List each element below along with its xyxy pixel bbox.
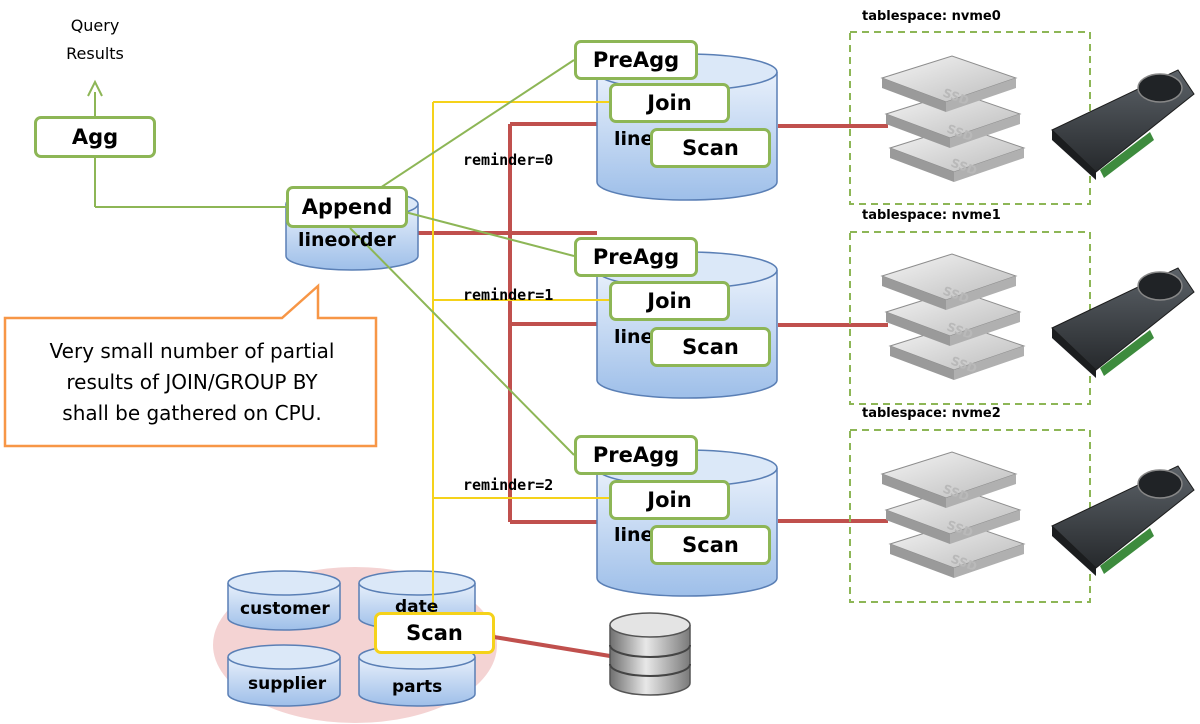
- scan-label: Scan: [682, 136, 739, 160]
- partition-table-label-2: line: [614, 524, 654, 546]
- gpu-card-icon-2: [1051, 465, 1195, 576]
- agg-node: Agg: [34, 116, 156, 158]
- reminder-label-2: reminder=2: [463, 476, 554, 494]
- gpu-card-icon-0: [1051, 69, 1195, 180]
- callout-line-1: Very small number of partial: [49, 339, 335, 363]
- reminder-label-1: reminder=1: [463, 286, 554, 304]
- scan-node-0: Scan: [650, 128, 771, 168]
- query-results-line-1: Query: [70, 16, 120, 35]
- preagg-node-1: PreAgg: [574, 237, 698, 277]
- preagg-label: PreAgg: [592, 48, 680, 72]
- join-connectors: [432, 101, 609, 612]
- append-node: Append: [286, 186, 408, 228]
- callout-text: Very small number of partial results of …: [10, 336, 374, 429]
- lineorder-label: lineorder: [298, 229, 396, 251]
- partition-table-label-1: line: [614, 326, 654, 348]
- parts-table-label: parts: [392, 677, 443, 697]
- agg-label: Agg: [71, 125, 119, 149]
- supplier-table-label: supplier: [248, 674, 327, 694]
- append-label: Append: [301, 195, 393, 219]
- callout-line-3: shall be gathered on CPU.: [62, 401, 322, 425]
- scan-label: Scan: [682, 335, 739, 359]
- cylinder-supplier: [227, 644, 341, 707]
- customer-table-label: customer: [240, 599, 330, 619]
- cylinder-customer: [227, 570, 341, 631]
- join-node-0: Join: [609, 83, 730, 123]
- database-icon: [609, 612, 691, 696]
- gpu-card-icon-1: [1051, 267, 1195, 378]
- reminder-label-0: reminder=0: [463, 151, 554, 169]
- callout-line-2: results of JOIN/GROUP BY: [66, 370, 318, 394]
- query-results-line-2: Results: [66, 44, 124, 63]
- preagg-label: PreAgg: [592, 245, 680, 269]
- preagg-label: PreAgg: [592, 443, 680, 467]
- ssd-stack-icon-1: [880, 253, 1026, 380]
- callout-shape: [3, 283, 378, 448]
- query-results-label: Query Results: [48, 12, 142, 68]
- scan-node-1: Scan: [650, 327, 771, 367]
- dimension-scan-label: Scan: [406, 621, 463, 645]
- output-arrow: [87, 79, 103, 116]
- ssd-stack-icon-0: [880, 55, 1026, 182]
- tablespace-label-2: tablespace: nvme2: [862, 406, 1001, 421]
- dimension-scan-node: Scan: [374, 612, 495, 654]
- plan-connectors: [94, 59, 575, 456]
- tablespace-label-0: tablespace: nvme0: [862, 9, 1001, 24]
- join-node-2: Join: [609, 480, 730, 520]
- storage-connectors: [418, 122, 888, 658]
- partition-table-label-0: line: [614, 128, 654, 150]
- join-label: Join: [647, 91, 692, 115]
- join-label: Join: [647, 488, 692, 512]
- join-node-1: Join: [609, 281, 730, 321]
- scan-node-2: Scan: [650, 525, 771, 565]
- preagg-node-0: PreAgg: [574, 40, 698, 80]
- preagg-node-2: PreAgg: [574, 435, 698, 475]
- scan-label: Scan: [682, 533, 739, 557]
- join-label: Join: [647, 289, 692, 313]
- ssd-stack-icon-2: [880, 451, 1026, 578]
- tablespace-label-1: tablespace: nvme1: [862, 208, 1001, 223]
